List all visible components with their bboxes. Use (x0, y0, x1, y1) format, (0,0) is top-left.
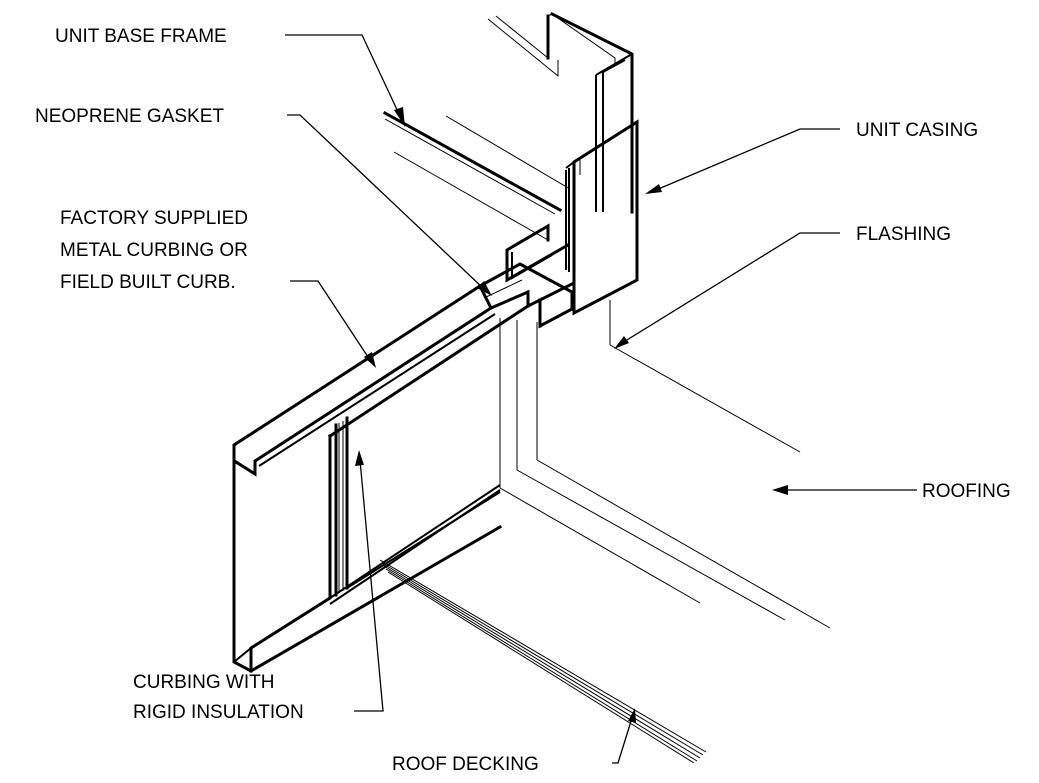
label-neoprene-gasket: NEOPRENE GASKET (35, 106, 224, 127)
metal-curb-drawing (232, 283, 531, 673)
curb-interior-drawing (499, 300, 831, 629)
label-unit-base-frame: UNIT BASE FRAME (55, 26, 227, 47)
label-roof-decking: ROOF DECKING (392, 754, 539, 775)
label-curbing-line2: METAL CURBING OR (60, 240, 248, 261)
roof-decking-drawing (379, 559, 707, 764)
leaders (285, 34, 917, 764)
label-insulation-line2: RIGID INSULATION (133, 702, 304, 723)
label-unit-casing: UNIT CASING (856, 120, 978, 141)
curb-top-drawing (478, 262, 575, 329)
label-curbing-line3: FIELD BUILT CURB. (60, 272, 236, 293)
label-roofing: ROOFING (922, 481, 1011, 502)
label-flashing: FLASHING (856, 224, 951, 245)
unit-casing-drawing (565, 119, 639, 316)
label-insulation-line1: CURBING WITH (133, 672, 274, 693)
label-curbing-line1: FACTORY SUPPLIED (60, 208, 248, 229)
